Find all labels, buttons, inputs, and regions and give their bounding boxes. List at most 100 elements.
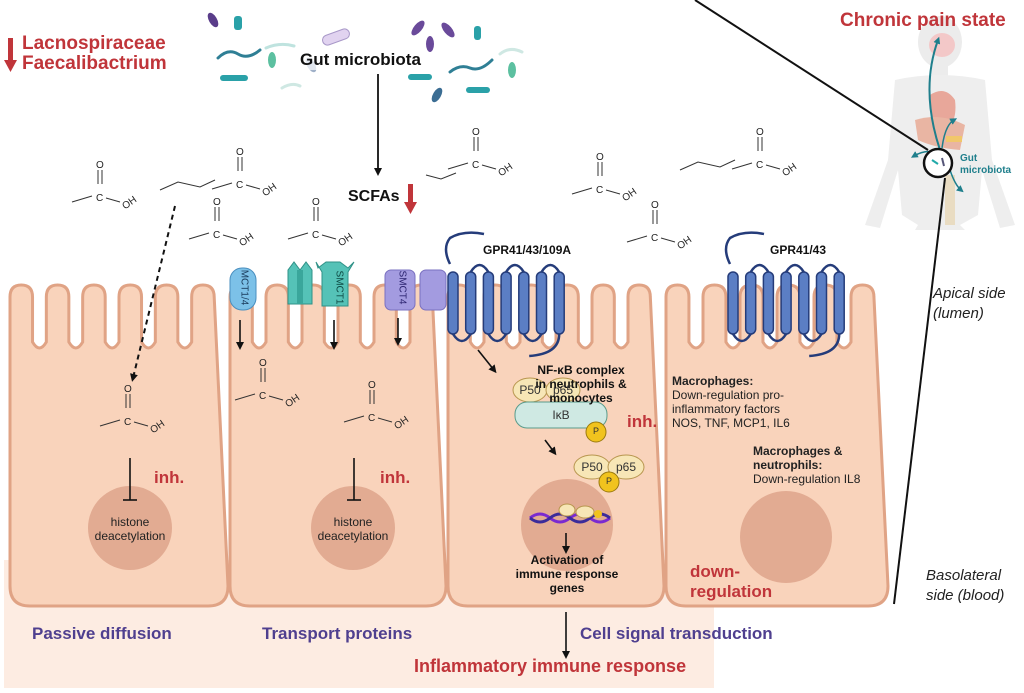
smct4-label: SMCT4	[396, 270, 408, 305]
nucleus	[88, 486, 172, 570]
cell2-nucleus-label: histone deacetylation	[318, 515, 389, 543]
gene-activation-label: Activation of immune response genes	[516, 553, 619, 595]
transmembrane-helix	[500, 271, 512, 335]
oxygen-atom-label: O	[651, 200, 659, 211]
loop	[785, 263, 805, 273]
transmembrane-helix	[744, 271, 757, 335]
decreased-taxa: Lacnospiraceae Faecalibactrium	[22, 34, 167, 74]
transmembrane-helix	[535, 271, 548, 335]
epithelium	[8, 283, 890, 608]
transmembrane-helix	[464, 271, 477, 335]
oxygen-atom-label: O	[596, 152, 604, 163]
cell2-nucleus-line1: histone	[333, 515, 373, 529]
macrophage-line3: NOS, TNF, MCP1, IL6	[672, 416, 790, 430]
receptor-gpr41-43-109a	[444, 231, 565, 358]
c-terminus	[809, 333, 841, 358]
c-terminus	[529, 333, 561, 358]
oxygen-atom-label: O	[368, 380, 376, 391]
carbon-atom-label: C	[259, 391, 266, 402]
ikb-label: IκB	[552, 408, 570, 422]
mn-title-line1: Macrophages &	[753, 444, 843, 458]
microbiota-cluster	[207, 12, 524, 103]
p65-label: p65	[552, 383, 574, 397]
oxygen-atom-label: O	[124, 384, 132, 395]
nfkb-complex	[512, 377, 645, 493]
apical-side-label: Apical side (lumen)	[933, 284, 1006, 324]
taxon-faecalibactrium: Faecalibactrium	[22, 53, 167, 74]
chronic-pain-title: Chronic pain state	[840, 10, 1006, 31]
hydroxyl-label: OH	[675, 234, 694, 252]
oxygen-atom-label: O	[259, 358, 267, 369]
scfa-label: SCFAs	[348, 188, 400, 205]
cell-membrane	[8, 283, 230, 608]
carbon-atom-label: C	[213, 230, 220, 241]
cell3-inh-label: inh.	[627, 412, 658, 431]
loop	[505, 263, 525, 273]
gpr-41-43-label: GPR41/43	[770, 243, 827, 257]
transporter-smct1	[287, 261, 355, 307]
inhibition-bars	[123, 458, 361, 501]
macrophage-note: Macrophages: Down-regulation pro- inflam…	[672, 374, 790, 430]
macrophage-line1: Down-regulation pro-	[672, 388, 785, 402]
cell1-nucleus-line2: deacetylation	[94, 529, 166, 543]
zoom-line-bottom	[893, 177, 946, 605]
basolateral-side-label: Basolateral side (blood)	[926, 566, 1004, 606]
passive-diffusion-arrow	[130, 205, 176, 382]
hydroxyl-label: OH	[260, 181, 279, 199]
down-regulation-line2: regulation	[690, 582, 773, 601]
oxygen-atom-label: O	[236, 147, 244, 158]
transporter-mct14	[229, 267, 257, 311]
inset-gut-label-line1: Gut	[960, 153, 978, 164]
transmembrane-helix	[727, 271, 739, 335]
transmembrane-helix	[798, 271, 810, 335]
uptake-arrows	[236, 318, 570, 659]
transmembrane-helix	[482, 271, 495, 335]
nfkb-line1: NF-κB complex	[537, 363, 625, 377]
nfkb-line3: monocytes	[549, 391, 613, 405]
nfkb-complex-label: NF-κB complex in neutrophils & monocytes	[535, 363, 626, 405]
receptor-gpr41-43	[724, 231, 845, 358]
inset-gut-label: Gut microbiota	[960, 153, 1011, 177]
carbon-atom-label: C	[236, 180, 243, 191]
carbon-atom-label: C	[368, 413, 375, 424]
loop	[767, 333, 788, 343]
p50-free-label: P50	[581, 460, 603, 474]
hydroxyl-label: OH	[336, 231, 355, 249]
hydroxyl-label: OH	[620, 186, 639, 204]
loop	[820, 263, 841, 273]
gene-activation-line1: Activation of	[530, 553, 604, 567]
cell-transport-proteins	[228, 283, 448, 608]
loop	[522, 333, 543, 343]
down-regulation-label: down- regulation	[690, 562, 772, 602]
oxygen-atom-label: O	[96, 160, 104, 171]
dna-helix	[529, 503, 611, 524]
cell1-nucleus-label: histone deacetylation	[95, 515, 166, 543]
carbon-atom-label: C	[596, 185, 603, 196]
transmembrane-helix	[518, 271, 530, 335]
cell-signal-transduction	[446, 283, 666, 608]
apical-line1: Apical side	[933, 285, 1006, 302]
gut-microbiota-title: Gut microbiota	[300, 50, 421, 70]
scfa-molecule: O C OH	[571, 152, 639, 204]
macrophage-neutrophil-note: Macrophages & neutrophils: Down-regulati…	[753, 444, 860, 486]
carbon-atom-label: C	[651, 233, 658, 244]
oxygen-atom-label: O	[213, 197, 221, 208]
loop	[731, 333, 752, 343]
zoom-line-top	[694, 0, 929, 151]
carbon-atom-label: C	[96, 193, 103, 204]
cell2-nucleus-line2: deacetylation	[317, 529, 389, 543]
nfkb-line2: in neutrophils &	[535, 377, 627, 391]
basolateral-line1: Basolateral	[926, 567, 1002, 584]
transmembrane-helix	[447, 271, 459, 335]
oxygen-atom-label: O	[756, 127, 764, 138]
phospho-label-1: P	[592, 426, 600, 436]
smct1-label: SMCT1	[333, 270, 345, 305]
oxygen-atom-label: O	[312, 197, 320, 208]
loop	[469, 263, 490, 273]
transmembrane-helix	[553, 271, 565, 335]
